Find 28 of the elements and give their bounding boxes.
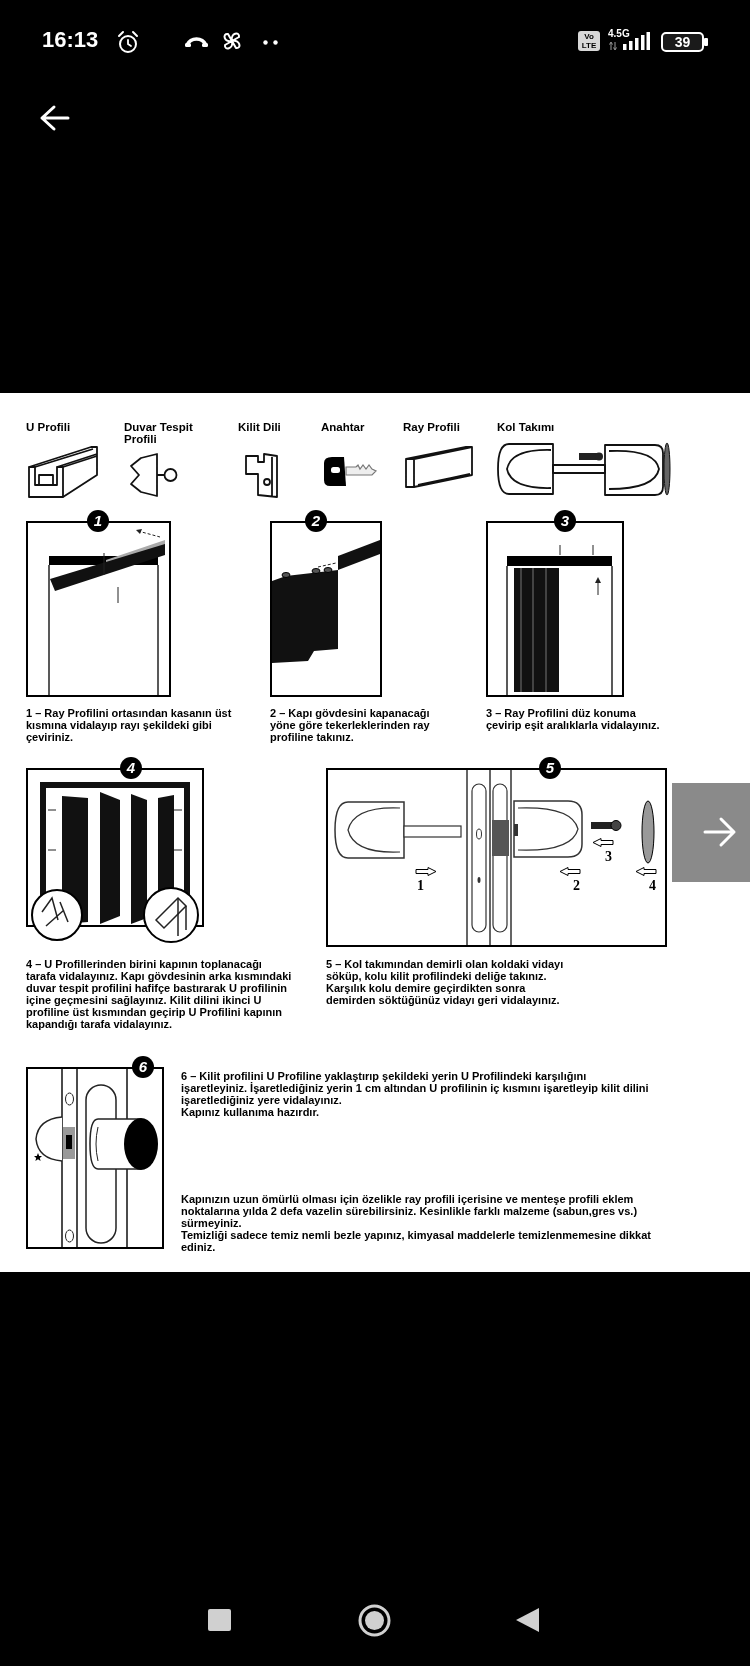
part-name: Anahtar <box>321 421 365 433</box>
part-name: Duvar Tespit Profili <box>124 421 194 445</box>
callout-number: 4 <box>649 879 656 893</box>
part-name: U Profili <box>26 421 71 433</box>
step-instruction: 3 – Ray Profilini düz konuma çevirip eşit aralıklarla vidalayınız. <box>486 707 661 731</box>
step-instruction: Kapınız kullanıma hazırdır. <box>181 1106 321 1118</box>
battery-indicator: 39 <box>661 32 704 52</box>
volte-badge: Vo LTE <box>578 31 600 51</box>
step-instruction: 2 – Kapı gövdesini kapanacağı yöne göre tekerleklerinden ray profiline takınız. <box>270 707 431 743</box>
part-name: Kol Takımı <box>497 421 555 433</box>
part-name: Kilit Dili <box>238 421 281 433</box>
step-number-badge: 4 <box>120 757 142 779</box>
status-time: 16:13 <box>42 26 99 54</box>
step-instruction: 4 – U Profillerinden birini kapının toplanacağı tarafa vidalayınız. Kapı gövdesinin arka kısmındaki duvar tespit profilini hafifçe bastırarak U profilinin içine geçmesini sağlayınız. Kilit dilini ikinci U profiline üst kısmından geçirip U Profilini kapının kapandığı tarafa vidalayınız. <box>26 958 293 1030</box>
callout-number: 2 <box>573 879 580 893</box>
network-type-text: 4.5G <box>608 28 630 39</box>
step-number-badge: 5 <box>539 757 561 779</box>
step-number-badge: 6 <box>132 1056 154 1078</box>
step-number-badge: 3 <box>554 510 576 532</box>
step-instruction: 6 – Kilit profilini U Profiline yaklaştırıp şekildeki yerin U Profilindeki karşılığını işaretleyiniz. İşaretlediğiniz yerin 1 cm altından U profilinin iç kısmını işaretleyip kilit dilini işaretlediğiniz yere vidalayınız. <box>181 1070 649 1106</box>
part-name: Ray Profili <box>403 421 460 433</box>
care-note: Temizliği sadece temiz nemli bezle yapınız, kimyasal maddelerle temizlenmemesine dikkat ediniz. <box>181 1229 652 1253</box>
step-instruction: 5 – Kol takımından demirli olan koldaki vidayı söküp, kolu kilit profilindeki deliğe takınız. Karşılık kolu demire geçirdikten sonra demirden söktüğünüz vidayı geri vidalayınız. <box>326 958 565 1006</box>
care-note: Kapınızın uzun ömürlü olması için özelikle ray profili içerisine ve menteşe profili eklem noktalarına yılda 2 defa vazelin sürebilirsiniz. Kesinlikle farklı malzeme (sabun,gres vs.) sürmeyiniz. <box>181 1193 639 1229</box>
callout-number: 1 <box>417 879 424 893</box>
step-instruction: 1 – Ray Profilini ortasından kasanın üst kısmına vidalayıp rayı şekildeki gibi çeviriniz. <box>26 707 233 743</box>
step-number-badge: 1 <box>87 510 109 532</box>
step-number-badge: 2 <box>305 510 327 532</box>
